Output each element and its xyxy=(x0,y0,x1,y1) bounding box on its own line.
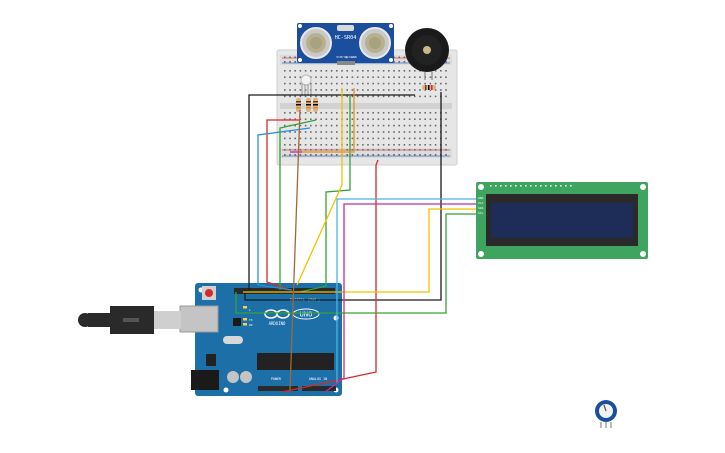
piezo-buzzer[interactable] xyxy=(405,28,449,80)
sensor-pin-vcc: VCC xyxy=(336,55,342,59)
led-label-l: L xyxy=(249,308,251,312)
capacitor-1 xyxy=(227,371,239,383)
resistor-left-1[interactable] xyxy=(296,98,301,112)
analog-label: ANALOG IN xyxy=(309,377,327,381)
uno-label: UNO xyxy=(300,311,313,319)
wire-black-lcd[interactable] xyxy=(244,92,442,301)
atmega-chip xyxy=(257,353,334,370)
led-label-rx: RX xyxy=(249,323,253,327)
wire-red-1[interactable] xyxy=(266,119,300,291)
reset-button[interactable] xyxy=(202,286,216,300)
wire-cyan-lcd[interactable] xyxy=(336,198,476,384)
wire-brown[interactable] xyxy=(289,109,301,391)
wire-black-gnd[interactable] xyxy=(248,94,415,290)
wire-green-1[interactable] xyxy=(279,119,317,290)
usb-port xyxy=(179,305,219,333)
arduino-logo-icon xyxy=(264,309,290,319)
analog-header xyxy=(302,386,336,391)
usb-chip xyxy=(233,318,241,326)
power-label: POWER xyxy=(271,377,282,381)
resistor-left-2[interactable] xyxy=(306,98,311,112)
sensor-crystal xyxy=(337,25,354,31)
arduino-brand: ARDUINO xyxy=(269,321,286,326)
lcd-pin-vcc: VCC xyxy=(478,201,484,205)
wire-yellow-lcd[interactable] xyxy=(243,208,476,293)
capacitor-2 xyxy=(240,371,252,383)
sensor-pin-trig: Trig xyxy=(340,55,347,59)
wire-red-2[interactable] xyxy=(281,159,379,393)
wire-yellow-1[interactable] xyxy=(296,88,343,286)
ultrasonic-sensor[interactable]: HC-SR04 VCC Trig Echo GND xyxy=(297,23,394,65)
rgb-led[interactable] xyxy=(300,74,312,96)
lcd-i2c-display[interactable]: GND VCC SDA SCL xyxy=(476,182,648,259)
usb-cable[interactable] xyxy=(78,306,181,334)
wire-blue[interactable] xyxy=(257,127,311,291)
wire-green-2[interactable] xyxy=(299,95,351,293)
arduino-uno[interactable]: DIGITAL (PWM~) UNO ARDUINO L TX RX POWER… xyxy=(179,283,342,396)
lcd-pin-sda: SDA xyxy=(478,206,484,210)
sensor-transducer-left xyxy=(300,27,332,59)
led-label-tx: TX xyxy=(249,318,253,322)
digital-header xyxy=(234,288,335,294)
wires xyxy=(235,88,476,393)
resistor-left-3[interactable] xyxy=(313,98,318,112)
lcd-screen xyxy=(491,203,633,238)
sensor-pin-gnd: GND xyxy=(351,55,357,59)
potentiometer[interactable] xyxy=(595,400,617,428)
sensor-pin-echo: Echo xyxy=(345,55,352,59)
resistor-top[interactable] xyxy=(422,85,436,90)
lcd-header-pins xyxy=(490,185,572,187)
wire-green-lcd[interactable] xyxy=(235,213,476,314)
lcd-pin-gnd: GND xyxy=(478,196,484,200)
crystal xyxy=(223,336,243,344)
sensor-transducer-right xyxy=(359,27,391,59)
wire-magenta-lcd[interactable] xyxy=(324,203,476,393)
power-jack xyxy=(191,370,219,390)
sensor-model-label: HC-SR04 xyxy=(335,35,357,41)
lcd-pin-scl: SCL xyxy=(478,211,484,215)
wire-orange[interactable] xyxy=(300,88,355,153)
power-header xyxy=(258,386,298,391)
